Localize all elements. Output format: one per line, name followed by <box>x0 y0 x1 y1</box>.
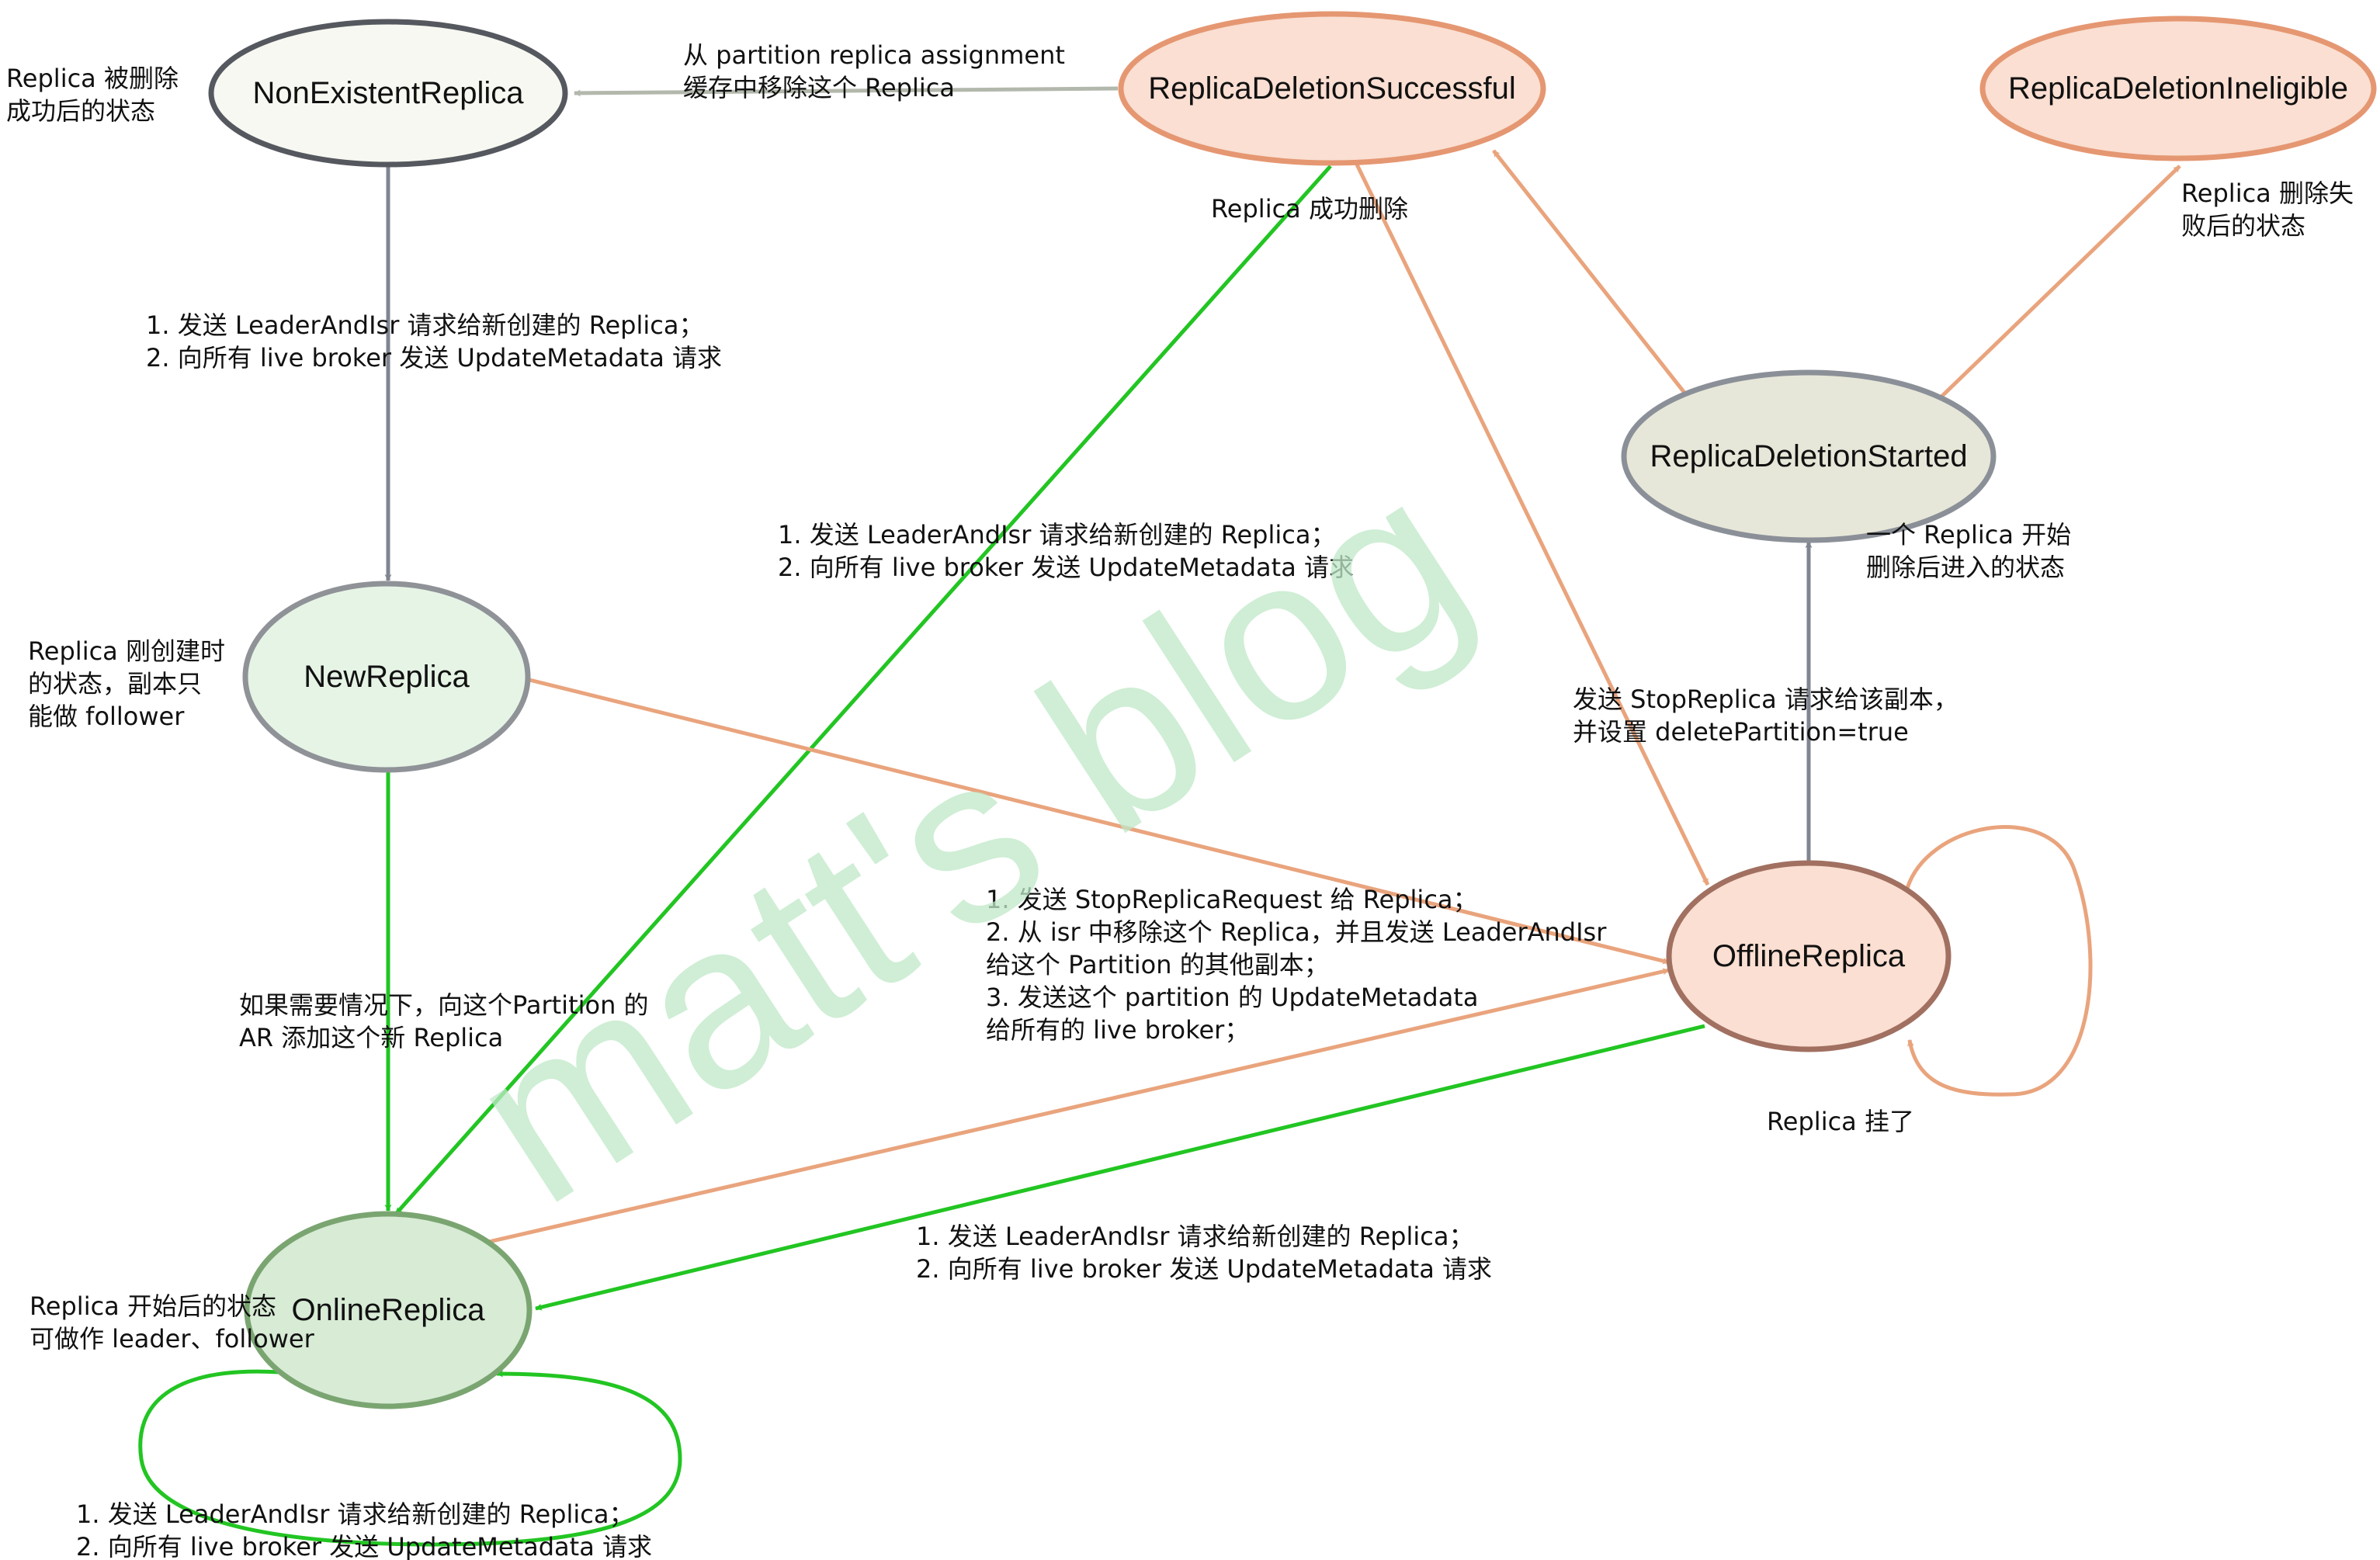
node-label: NonExistentReplica <box>252 76 524 110</box>
node-label: ReplicaDeletionStarted <box>1650 439 1967 473</box>
edge-new-to-offline <box>529 678 1670 965</box>
edge-success-to-offline <box>1355 163 1710 886</box>
node-online-replica[interactable]: OnlineReplica <box>244 1211 533 1409</box>
note-success-to-online: 1. 发送 LeaderAndIsr 请求给新创建的 Replica； 2. 向… <box>778 520 1354 582</box>
note-replica-died: Replica 挂了 <box>1767 1107 1914 1136</box>
edge-offline-to-online <box>535 1024 1705 1311</box>
note-remove-from-cache: 从 partition replica assignment 缓存中移除这个 R… <box>683 40 1073 102</box>
node-replica-deletion-started[interactable]: ReplicaDeletionStarted <box>1621 369 1997 543</box>
note-offline-to-online: 1. 发送 LeaderAndIsr 请求给新创建的 Replica； 2. 向… <box>916 1222 1492 1284</box>
note-non-existent-desc: Replica 被删除 成功后的状态 <box>6 64 186 126</box>
note-online-desc: Replica 开始后的状态 可做作 leader、follower <box>29 1291 315 1354</box>
note-deletion-started-desc: 一个 Replica 开始 删除后进入的状态 <box>1866 520 2079 582</box>
note-nonexistent-to-new: 1. 发送 LeaderAndIsr 请求给新创建的 Replica； 2. 向… <box>146 310 722 373</box>
note-offline-to-deletion: 发送 StopReplica 请求给该副本， 并设置 deletePartiti… <box>1573 685 1966 747</box>
edge-success-to-nonexistent <box>574 86 1119 97</box>
note-online-self: 1. 发送 LeaderAndIsr 请求给新创建的 Replica； 2. 向… <box>76 1499 652 1560</box>
edge-success-to-online <box>394 165 1332 1215</box>
note-deletion-ineligible-desc: Replica 删除失 败后的状态 <box>2181 179 2361 241</box>
node-non-existent-replica[interactable]: NonExistentReplica <box>208 19 568 168</box>
node-new-replica[interactable]: NewReplica <box>242 581 531 773</box>
edge-online-self-loop <box>138 1369 682 1547</box>
note-new-to-online: 如果需要情况下，向这个Partition 的 AR 添加这个新 Replica <box>239 990 657 1052</box>
note-deleted-success: Replica 成功删除 <box>1211 194 1408 224</box>
node-label: ReplicaDeletionSuccessful <box>1148 71 1516 106</box>
node-label: ReplicaDeletionIneligible <box>2008 71 2348 106</box>
edge-offline-self-loop <box>1904 825 2093 1097</box>
edge-deletion-started-to-ineligible <box>1939 165 2181 399</box>
node-label: OfflineReplica <box>1712 939 1906 973</box>
node-replica-deletion-ineligible[interactable]: ReplicaDeletionIneligible <box>1979 16 2377 161</box>
note-new-desc: Replica 刚创建时 的状态，副本只 能做 follower <box>28 636 233 731</box>
note-to-offline: 1. 发送 StopReplicaRequest 给 Replica； 2. 从… <box>986 885 1615 1045</box>
node-label: OnlineReplica <box>291 1293 485 1327</box>
edge-online-to-offline <box>488 968 1670 1244</box>
node-label: NewReplica <box>304 660 470 694</box>
edge-deletion-started-to-success <box>1492 149 1686 394</box>
node-replica-deletion-successful[interactable]: ReplicaDeletionSuccessful <box>1118 11 1546 166</box>
node-offline-replica[interactable]: OfflineReplica <box>1666 860 1952 1052</box>
